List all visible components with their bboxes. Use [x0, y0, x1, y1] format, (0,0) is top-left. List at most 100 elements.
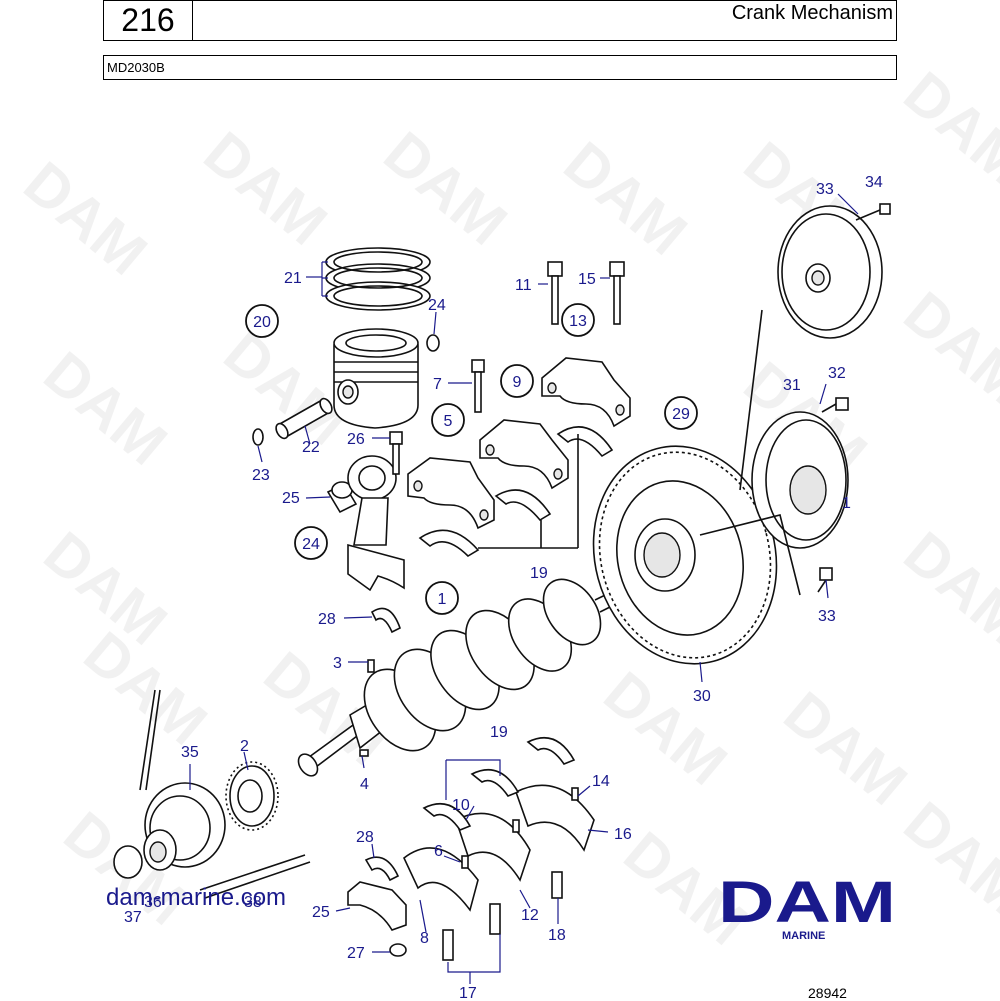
watermark: DAM	[12, 149, 160, 288]
label-6: 6	[434, 843, 443, 860]
callout-13: 13	[569, 313, 587, 330]
flywheel	[592, 445, 778, 665]
label-14: 14	[592, 773, 610, 790]
piston-rings	[325, 247, 431, 311]
watermark: DAM	[772, 679, 920, 818]
bearing-shell	[364, 856, 400, 882]
callout-20: 20	[253, 314, 271, 331]
label-3: 3	[333, 655, 342, 672]
watermark: DAM	[892, 59, 1000, 198]
coupling-disc	[777, 203, 891, 339]
section-title: Crank Mechanism	[731, 2, 893, 24]
figure-number: 28942	[808, 985, 847, 1001]
label-15: 15	[578, 271, 596, 288]
label-38: 38	[244, 894, 262, 911]
website-link[interactable]: dam-marine.com	[106, 884, 287, 911]
label-27: 27	[347, 945, 365, 962]
label-32: 32	[828, 365, 846, 382]
logo-text: DAM	[718, 874, 896, 930]
coupling-bolts	[817, 397, 849, 593]
pulley-nut	[113, 845, 143, 879]
bushing	[326, 481, 358, 514]
label-24: 24	[428, 297, 446, 314]
callout-1: 1	[438, 591, 447, 608]
callout-circle	[561, 303, 595, 337]
callout-circle	[294, 526, 328, 560]
label-11: 11	[515, 277, 532, 294]
callout-24: 24	[302, 536, 320, 553]
label-28: 28	[356, 829, 374, 846]
label-31: 31	[783, 377, 801, 394]
callout-circle	[245, 304, 279, 338]
watermark: DAM	[892, 789, 1000, 928]
page-number: 216	[104, 1, 193, 40]
callout-circle	[664, 396, 698, 430]
callout-circle	[500, 364, 534, 398]
main-bearing-cap-13	[541, 357, 631, 428]
watermark: DAM	[592, 659, 740, 798]
callout-circle	[431, 403, 465, 437]
key	[367, 659, 375, 673]
title-bar: 216 Crank Mechanism	[103, 0, 897, 41]
watermark: DAM	[372, 119, 520, 258]
label-4: 4	[360, 776, 369, 793]
label-26: 26	[347, 431, 365, 448]
label-25: 25	[312, 904, 330, 921]
label-34: 34	[865, 174, 883, 191]
label-37: 37	[124, 909, 142, 926]
label-17: 17	[459, 985, 477, 1000]
callout-29: 29	[672, 406, 690, 423]
watermark: DAM	[892, 279, 1000, 418]
connecting-rod	[347, 455, 405, 592]
bearing-shell	[370, 607, 401, 634]
label-36: 36	[144, 894, 162, 911]
callout-9: 9	[513, 374, 522, 391]
label-21: 21	[284, 270, 302, 287]
leader-lines	[189, 193, 859, 984]
dam-marine-logo: DAM	[718, 874, 896, 930]
watermark: DAM	[552, 129, 700, 268]
label-22: 22	[302, 439, 320, 456]
model-name: MD2030B	[107, 60, 165, 75]
label-33: 33	[818, 608, 836, 625]
label-35: 35	[181, 744, 199, 761]
lower-bearing-cap-25	[347, 881, 407, 931]
label-18: 18	[548, 927, 566, 944]
lower-bearing-caps	[403, 784, 595, 912]
label-19: 19	[530, 565, 548, 582]
label-10: 10	[452, 797, 470, 814]
circled-callouts: 20 5 9 13 24 1 29	[245, 303, 698, 615]
label-25: 25	[282, 490, 300, 507]
crank-gear	[225, 761, 279, 831]
circlip	[426, 334, 440, 352]
main-bearing-cap-9	[479, 419, 569, 490]
label-2: 2	[240, 738, 249, 755]
main-bearing-shells	[418, 426, 614, 558]
logo-subtitle: MARINE	[782, 930, 826, 942]
label-28: 28	[318, 611, 336, 628]
model-bar: MD2030B	[103, 55, 897, 80]
lower-bolts	[442, 787, 579, 961]
piston-pin	[275, 397, 333, 440]
piston	[333, 328, 419, 429]
watermark: DAM	[192, 119, 340, 258]
watermark: DAM	[32, 339, 180, 478]
crankshaft	[297, 577, 645, 777]
callout-circle	[425, 581, 459, 615]
coupling-plate	[751, 411, 849, 549]
label-8: 8	[420, 930, 429, 947]
label-30: 30	[693, 688, 711, 705]
lower-bearing-shells	[422, 737, 576, 831]
part-labels: 21 24 22 23 26 25 7 11 15 19 28 3 4 33 3…	[124, 174, 883, 1000]
key	[359, 749, 369, 757]
label-7: 7	[433, 376, 442, 393]
circlip	[252, 428, 264, 446]
main-bearing-cap-5	[407, 457, 495, 530]
callout-5: 5	[444, 413, 453, 430]
nut	[389, 943, 407, 957]
label-19: 19	[490, 724, 508, 741]
label-23: 23	[252, 467, 270, 484]
label-1: 1	[842, 495, 851, 512]
cap-bolts	[471, 261, 625, 413]
